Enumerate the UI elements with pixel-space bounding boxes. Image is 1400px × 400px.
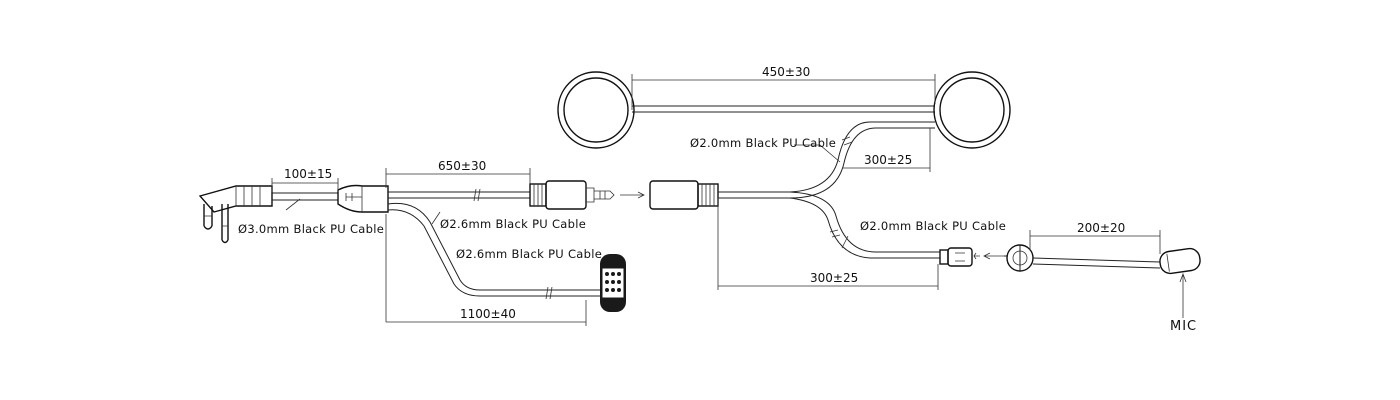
label-lower-cable: Ø2.6mm Black PU Cable	[456, 247, 602, 261]
left-speaker	[557, 71, 635, 149]
mic-connector	[939, 247, 1004, 267]
dim-lower-cable: 1100±40	[460, 307, 516, 321]
dim-upper-cable: 650±30	[438, 159, 486, 173]
right-speaker	[933, 71, 1011, 149]
female-audio-socket	[649, 180, 719, 210]
dim-lower-branch: 300±25	[810, 271, 858, 285]
two-pin-plug	[198, 185, 273, 244]
label-speaker-cable: Ø2.0mm Black PU Cable	[690, 136, 836, 150]
dim-speaker-span: 450±30	[762, 65, 810, 79]
label-mic-cable: Ø2.0mm Black PU Cable	[860, 219, 1006, 233]
connection-arrow	[620, 191, 645, 199]
label-mic: MIC	[1170, 319, 1197, 334]
upper-cable	[388, 188, 530, 202]
dim-mic-boom: 200±20	[1077, 221, 1125, 235]
label-plug-cable: Ø3.0mm Black PU Cable	[238, 222, 384, 236]
dim-plug-cable: 100±15	[284, 167, 332, 181]
dim-upper-branch: 300±25	[864, 153, 912, 167]
y-splitter	[337, 184, 389, 213]
ptt-button	[600, 254, 626, 312]
lower-cable	[387, 202, 600, 300]
leader-lines	[285, 144, 849, 249]
dimension-lines	[271, 74, 1187, 326]
speaker-harness	[632, 105, 940, 259]
mic-arrow	[1179, 272, 1187, 318]
label-upper-cable: Ø2.6mm Black PU Cable	[440, 217, 586, 231]
male-audio-plug	[529, 180, 615, 210]
microphone-boom	[1004, 244, 1201, 275]
plug-cable	[272, 192, 338, 201]
